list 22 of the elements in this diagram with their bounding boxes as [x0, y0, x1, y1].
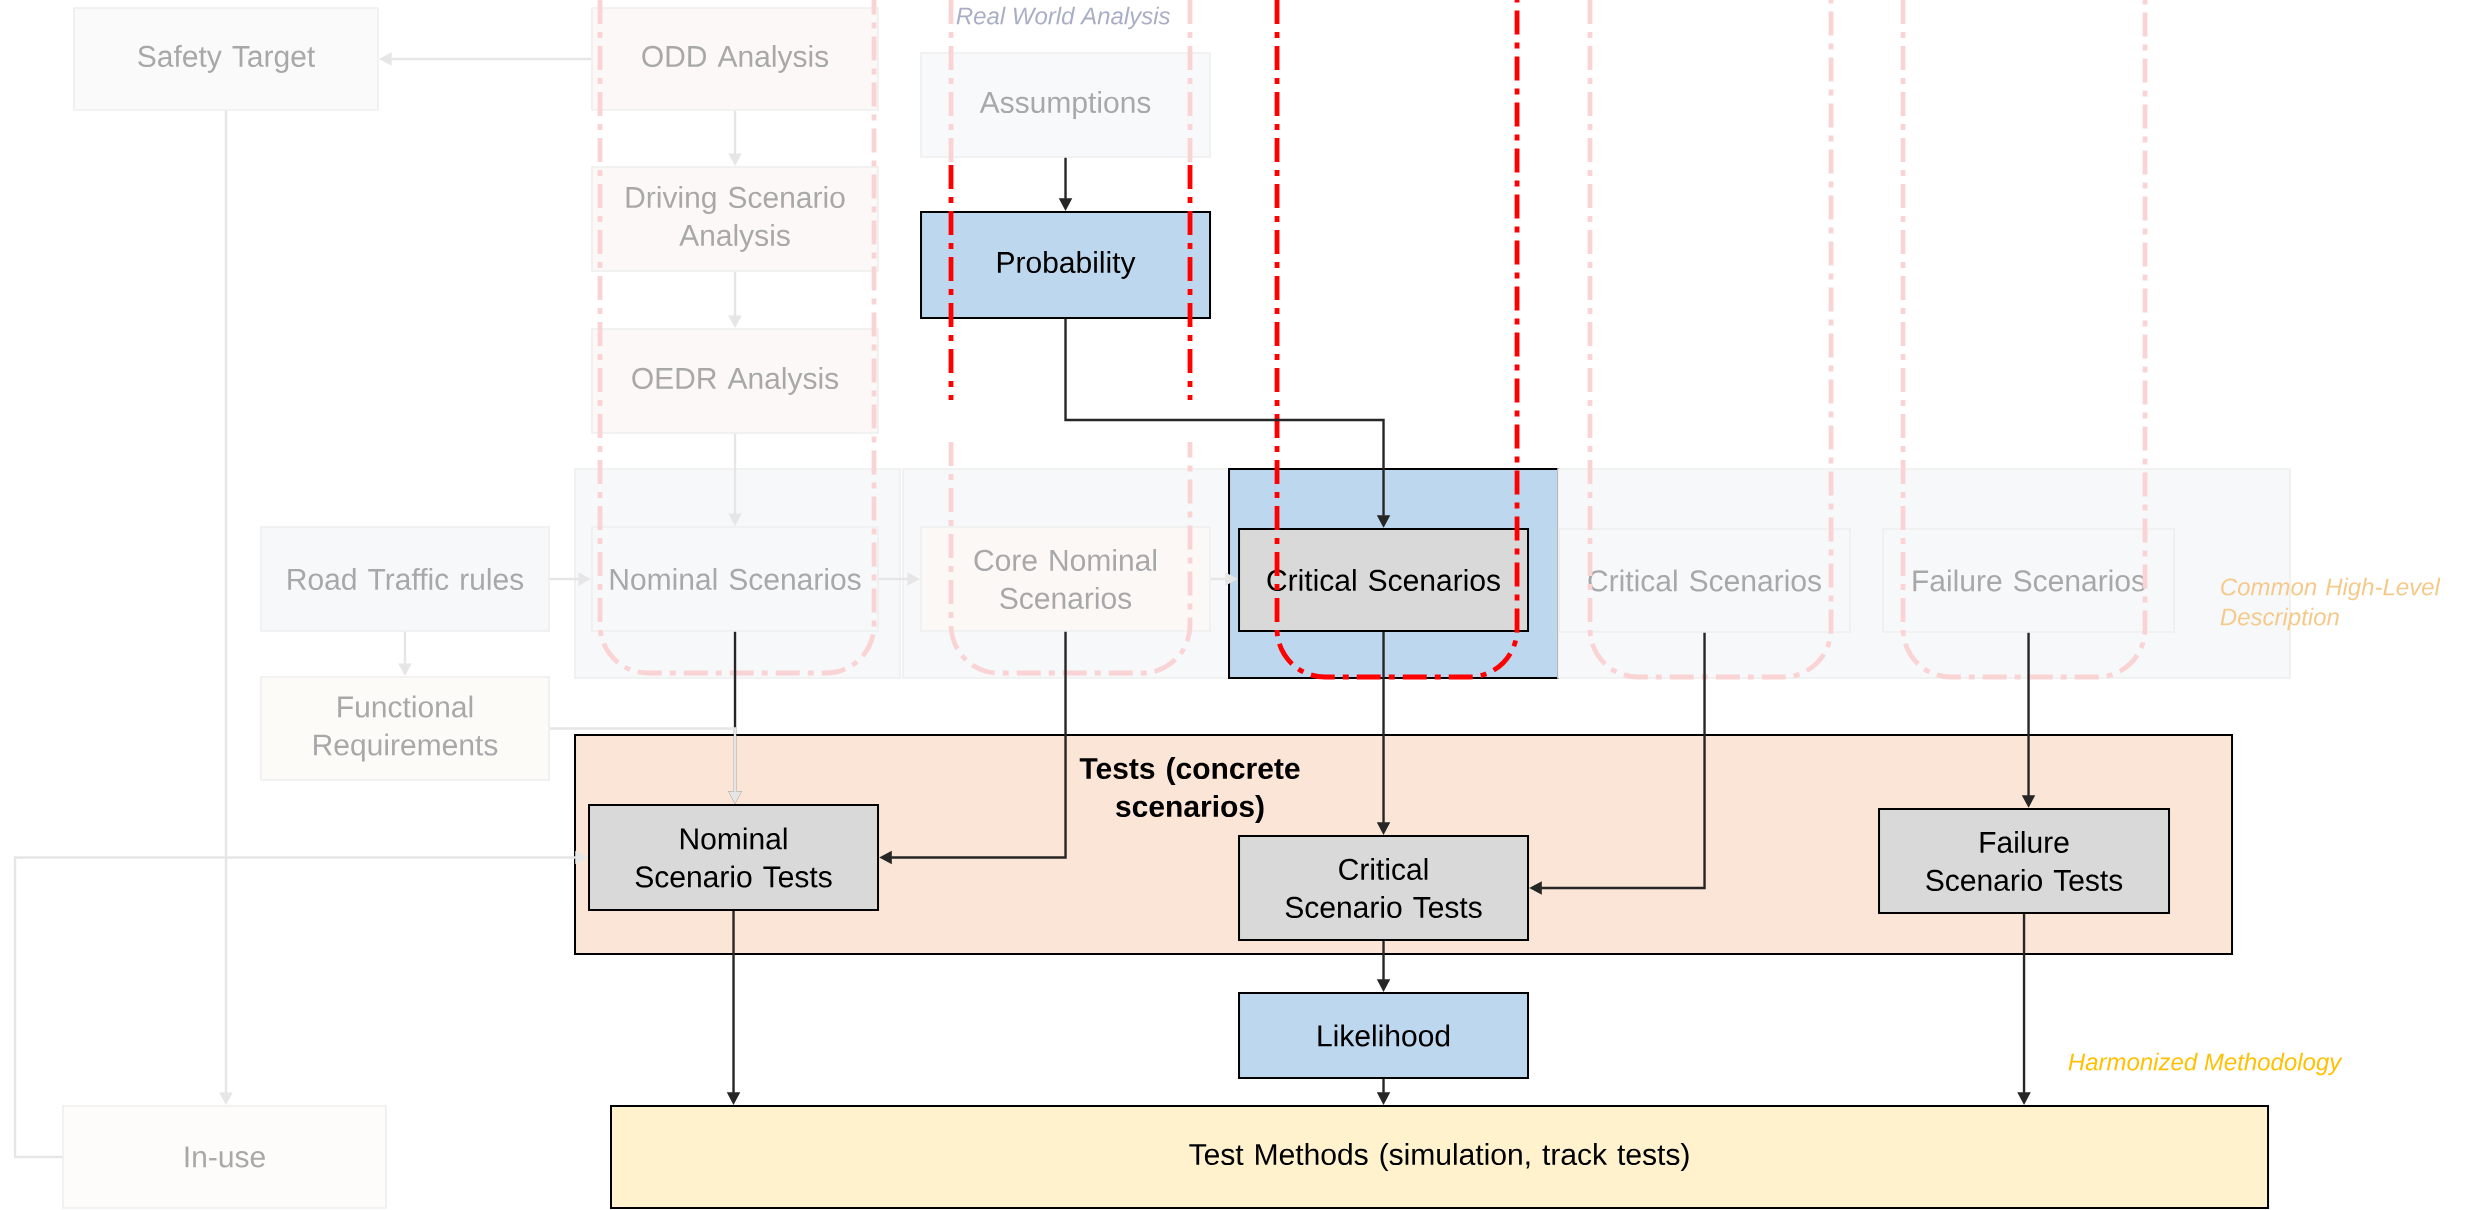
process-box: Assumptions — [920, 52, 1211, 158]
process-box: ODD Analysis — [591, 7, 879, 111]
process-box: Failure Scenario Tests — [1878, 808, 2171, 914]
process-box: Safety Target — [73, 7, 379, 111]
process-box: OEDR Analysis — [591, 328, 879, 434]
process-box: Test Methods (simulation, track tests) — [610, 1105, 2270, 1209]
annotation-text: Harmonized Methodology — [2068, 1052, 2343, 1076]
annotation-text: Common High-Level Description — [2220, 577, 2441, 631]
process-box: Critical Scenario Tests — [1238, 835, 1530, 941]
process-box: Road Traffic rules — [260, 526, 550, 632]
process-box: Probability — [920, 211, 1212, 319]
process-box: Critical Scenarios — [1238, 528, 1530, 632]
process-box: Likelihood — [1238, 992, 1530, 1079]
annotation-text: Real World Analysis — [956, 6, 1171, 30]
process-box: Critical Scenarios — [1558, 528, 1851, 633]
process-box: In-use — [62, 1105, 387, 1209]
process-box: Driving Scenario Analysis — [591, 166, 879, 272]
process-box: Functional Requirements — [260, 676, 550, 781]
process-box: Nominal Scenarios — [591, 526, 879, 632]
process-box: Nominal Scenario Tests — [588, 804, 879, 911]
process-box: Failure Scenarios — [1882, 528, 2175, 633]
process-box: Core Nominal Scenarios — [920, 526, 1211, 632]
